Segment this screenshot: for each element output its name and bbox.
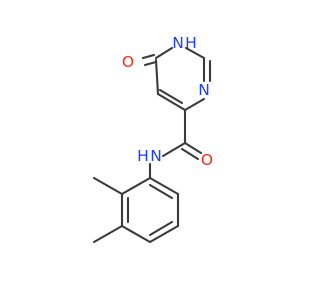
bond-aryl-c1-c2: [120, 176, 152, 196]
ring-nitrogen-label: N: [198, 81, 210, 99]
bond-aryl-c4-c5: [148, 224, 180, 244]
bond-c4-c5-inner: [158, 88, 184, 105]
amide-nitrogen-label: N: [150, 147, 162, 165]
bond-lines: [92, 46, 212, 244]
bond-aryl-c2-methyl: [92, 176, 124, 196]
ring-nh-hydrogen-label: H: [185, 34, 197, 52]
bond-carbonyl-c-amide-n: [161, 141, 187, 158]
atom-labels: O N H N N H O: [122, 34, 213, 169]
bond-aryl-c3-c4: [120, 224, 152, 244]
bond-aryl-c6-c1: [148, 176, 180, 196]
bond-c6-oxygen-double-b: [143, 60, 158, 67]
bond-aryl-inner-3: [148, 183, 174, 200]
bond-carbonyl-c-o-double-b: [180, 147, 200, 161]
ring-nh-nitrogen-label: N: [172, 34, 184, 52]
bond-carbonyl-c-o-double-a: [183, 141, 203, 155]
bond-n1-c2: [184, 46, 206, 60]
bond-c6-n1: [154, 46, 174, 60]
amide-hydrogen-label: H: [137, 147, 149, 165]
bond-aryl-c3-methyl: [92, 224, 124, 244]
chemical-structure-diagram: O N H N N H O: [92, 34, 213, 244]
bond-c4-c5: [156, 92, 187, 112]
bond-c5-c6: [154, 58, 160, 96]
carbonyl-oxygen-label: O: [201, 151, 213, 169]
bond-n3-c4: [183, 97, 206, 112]
bond-c6-oxygen-double-a: [141, 53, 156, 60]
hydroxyl-oxygen-label: O: [122, 53, 134, 71]
bond-aryl-inner-2: [148, 220, 174, 237]
